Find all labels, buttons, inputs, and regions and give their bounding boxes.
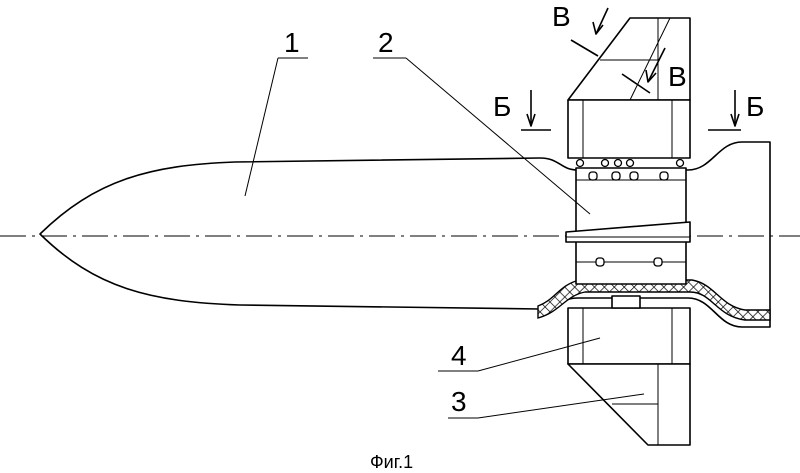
label-section-b-right: Б xyxy=(746,91,764,122)
label-section-v-lower: В xyxy=(668,61,687,92)
section-v-upper xyxy=(570,7,609,57)
label-part-3: 3 xyxy=(451,386,467,417)
label-section-b-left: Б xyxy=(493,91,511,122)
upper-wing-root xyxy=(567,99,691,159)
section-v-lower xyxy=(621,47,666,94)
figure-caption: Фиг.1 xyxy=(370,452,413,472)
upper-fasteners xyxy=(575,158,685,181)
lower-fasteners xyxy=(595,257,663,267)
label-part-2: 2 xyxy=(378,27,394,58)
section-b-left xyxy=(521,90,551,131)
body-outline xyxy=(39,141,771,328)
label-part-1: 1 xyxy=(284,27,300,58)
label-section-v-upper: В xyxy=(552,1,571,32)
section-b-right xyxy=(708,90,741,131)
leader-lines xyxy=(244,57,645,419)
label-part-4: 4 xyxy=(451,340,467,371)
lower-lug xyxy=(611,295,641,309)
hatched-wall-overlay xyxy=(538,280,770,320)
lower-wing-root xyxy=(567,307,691,365)
